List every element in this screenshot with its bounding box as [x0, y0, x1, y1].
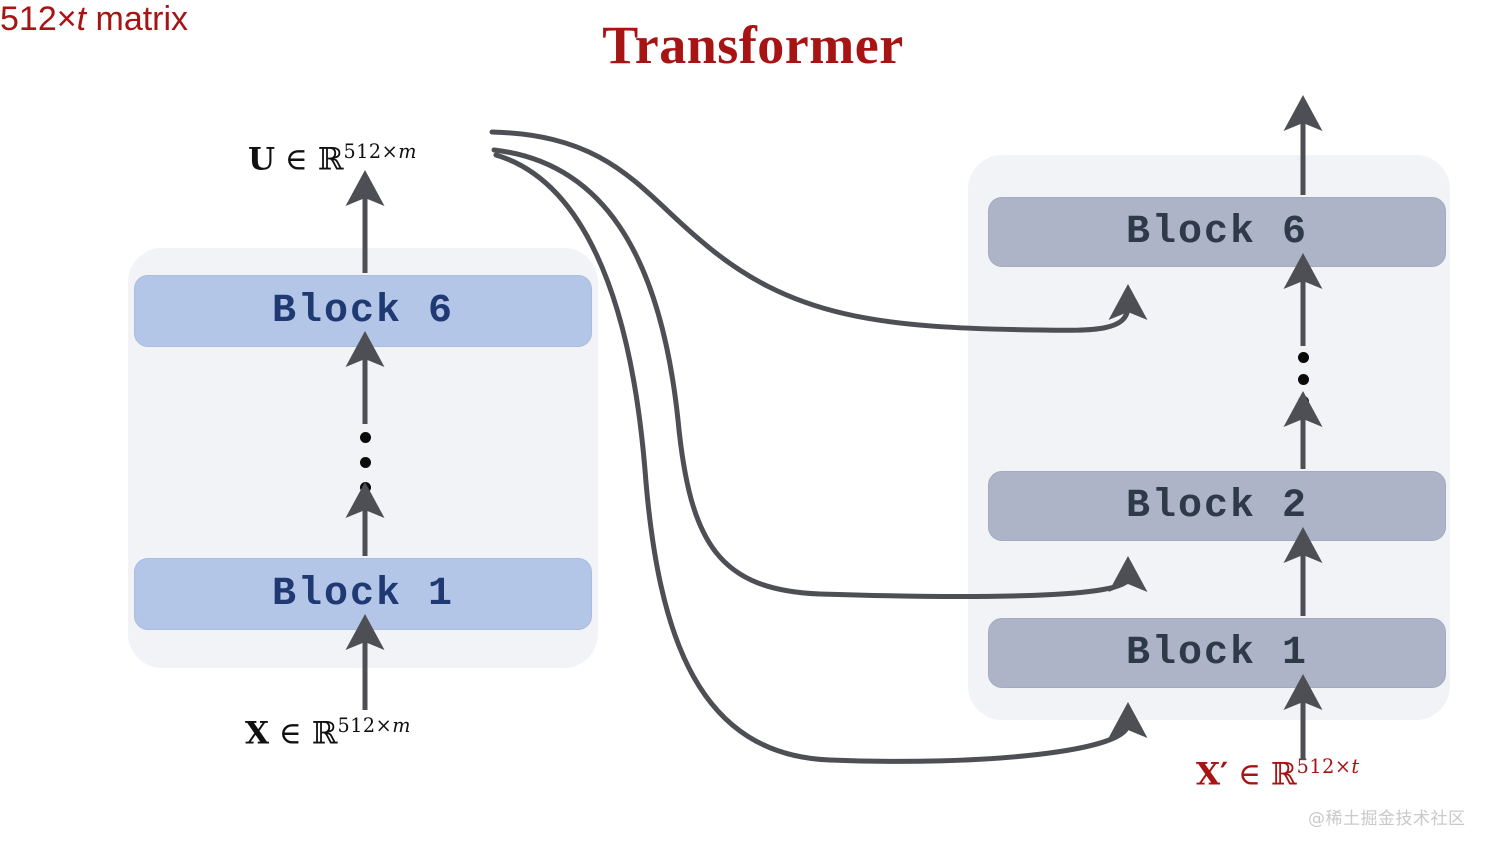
- watermark: @稀土掘金技术社区: [1308, 809, 1466, 829]
- decoder-input-exp-cols: t: [1351, 755, 1360, 778]
- encoder-input-exp-cols: m: [392, 714, 411, 737]
- encoder-output-label: U ∈ ℝ512×m: [248, 140, 417, 177]
- page-title: Transformer: [602, 15, 904, 75]
- encoder-input-exp-rows: 512×: [337, 714, 393, 737]
- encoder-output-exp-cols: m: [398, 140, 417, 163]
- encoder-block-6[interactable]: Block 6: [134, 275, 592, 347]
- decoder-ellipsis-icon: [1297, 352, 1309, 407]
- decoder-block-6[interactable]: Block 6: [988, 197, 1446, 267]
- encoder-output-relation: ∈: [284, 141, 308, 178]
- decoder-input-relation: ∈: [1238, 756, 1262, 793]
- decoder-block-2[interactable]: Block 2: [988, 471, 1446, 541]
- decoder-output-prefix: 512×: [0, 0, 77, 38]
- encoder-input-symbol: X: [245, 715, 270, 752]
- encoder-ellipsis-icon: [359, 432, 371, 493]
- encoder-output-exp-rows: 512×: [343, 140, 399, 163]
- encoder-block-1[interactable]: Block 1: [134, 558, 592, 630]
- decoder-input-exp-rows: 512×: [1296, 755, 1352, 778]
- decoder-input-label: X′ ∈ ℝ512×t: [1196, 755, 1360, 792]
- decoder-block-1[interactable]: Block 1: [988, 618, 1446, 688]
- decoder-output-label: 512×t matrix: [0, 0, 1512, 39]
- encoder-input-set: ℝ: [311, 715, 338, 752]
- decoder-input-set: ℝ: [1270, 756, 1297, 793]
- encoder-input-relation: ∈: [278, 715, 302, 752]
- encoder-input-label: X ∈ ℝ512×m: [245, 714, 411, 751]
- encoder-output-symbol: U: [248, 141, 276, 178]
- decoder-output-suffix: matrix: [86, 0, 189, 38]
- decoder-input-symbol: X′: [1196, 756, 1229, 793]
- encoder-output-set: ℝ: [317, 141, 344, 178]
- decoder-output-italic: t: [76, 0, 87, 38]
